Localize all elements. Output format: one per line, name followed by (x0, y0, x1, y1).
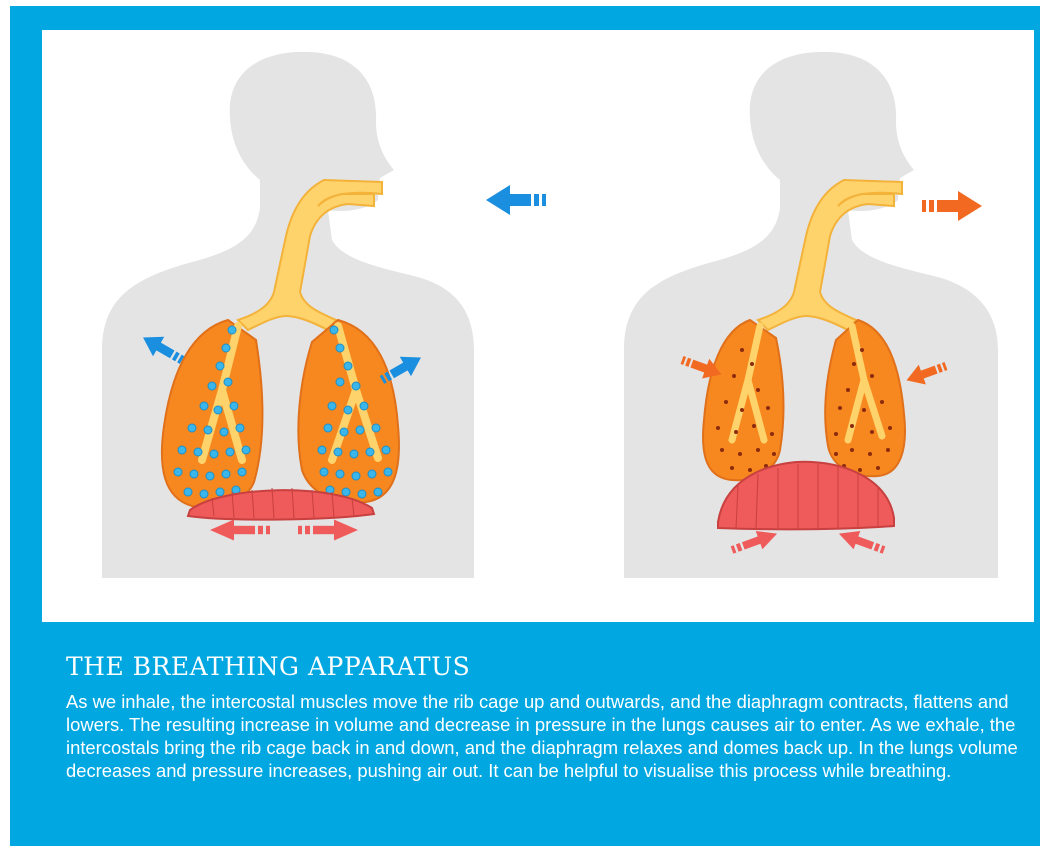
info-panel: THE BREATHING APPARATUS As we inhale, th… (10, 6, 1040, 846)
caption-title: THE BREATHING APPARATUS (66, 652, 1026, 681)
inhale-figure (102, 52, 546, 578)
breathing-illustration (42, 30, 1034, 622)
exhale-figure (624, 52, 998, 578)
caption-body: As we inhale, the intercostal muscles mo… (66, 690, 1041, 782)
air-in-arrow-icon (486, 185, 546, 215)
air-out-arrow-icon (922, 191, 982, 221)
